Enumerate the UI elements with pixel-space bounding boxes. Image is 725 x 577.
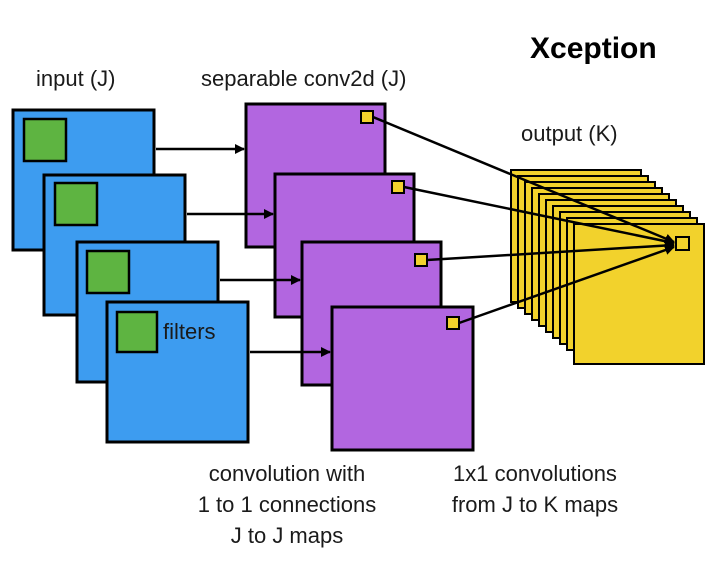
filters-label: filters (163, 319, 216, 344)
caption-line: from J to K maps (451, 492, 619, 517)
output-maps (510, 169, 705, 365)
pixel-square (446, 316, 460, 330)
caption-line: J to J maps (230, 523, 344, 548)
separable-maps (244, 102, 475, 452)
pixel-square (414, 253, 428, 267)
filter-square (22, 117, 68, 163)
depthwise-caption: convolution with 1 to 1 connections J to… (162, 458, 412, 551)
separable-map (330, 305, 475, 452)
arrow (372, 115, 675, 244)
pixel-square (360, 110, 374, 124)
filter-square (115, 310, 159, 354)
arrow (426, 240, 675, 262)
arrow (403, 185, 675, 247)
filter-square (53, 181, 99, 227)
caption-line: 1x1 convolutions (453, 461, 617, 486)
pixel-square (391, 180, 405, 194)
diagram-title: Xception (530, 32, 657, 65)
arrow (458, 245, 675, 325)
output-label: output (K) (521, 121, 618, 146)
depthwise-arrows (156, 144, 331, 357)
caption-line: 1 to 1 connections (197, 492, 377, 517)
pointwise-arrows (372, 115, 675, 325)
caption-line: convolution with (208, 461, 366, 486)
input-maps (11, 108, 250, 444)
output-pixel-square (675, 236, 690, 251)
filter-square (85, 249, 131, 295)
input-label: input (J) (36, 66, 116, 91)
pointwise-caption: 1x1 convolutions from J to K maps (420, 458, 650, 520)
separable-label: separable conv2d (J) (201, 66, 407, 91)
